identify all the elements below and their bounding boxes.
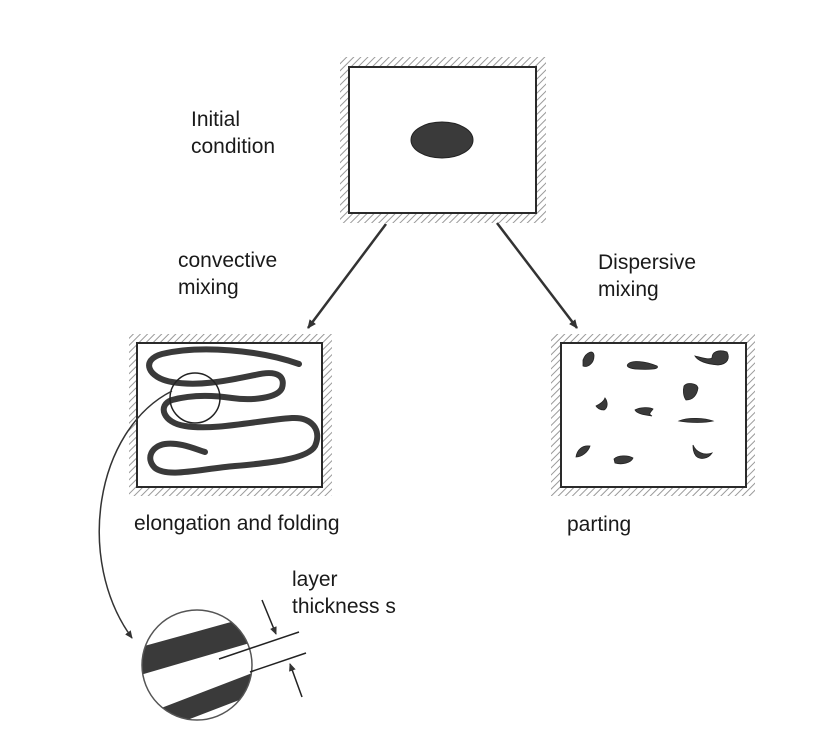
initial-droplet <box>410 121 474 159</box>
dimension-arrow-bottom <box>289 663 303 698</box>
label-layer-line2: thickness s <box>292 595 396 618</box>
label-dispersive-line2: mixing <box>598 278 659 301</box>
fragments <box>575 350 729 465</box>
label-initial-line1: Initial <box>191 108 241 131</box>
label-elongation-folding: elongation and folding <box>134 512 340 535</box>
initial-condition-box <box>340 57 546 223</box>
dark-layer-1 <box>142 614 252 678</box>
label-convective-line1: convective <box>178 249 278 272</box>
folded-strand <box>146 346 321 476</box>
fragment <box>582 351 595 367</box>
fragment <box>683 383 699 401</box>
label-layer-line1: layer <box>292 568 338 591</box>
dispersive-box-frame <box>560 342 747 488</box>
convective-box-frame <box>136 342 323 488</box>
arrow-convective <box>307 223 387 329</box>
fragment <box>694 350 729 366</box>
label-dispersive-line1: Dispersive <box>598 251 697 274</box>
magnified-circle <box>141 609 253 721</box>
label-initial-condition: Initial condition <box>191 106 275 160</box>
fragment <box>595 397 608 411</box>
fragment <box>575 445 591 458</box>
dispersive-box <box>551 334 755 496</box>
arrow-dispersive <box>496 222 578 329</box>
magnified-view <box>141 599 307 721</box>
fragment <box>692 444 714 459</box>
fragment <box>613 455 634 465</box>
fragment <box>677 417 715 423</box>
fragment <box>634 407 654 417</box>
fragment <box>626 361 658 370</box>
label-dispersive-mixing: Dispersive mixing <box>598 249 696 303</box>
label-initial-line2: condition <box>191 135 276 158</box>
dimension-line-lower <box>249 652 307 673</box>
convective-box <box>129 334 332 496</box>
dimension-arrow-top <box>261 599 277 635</box>
label-convective-line2: mixing <box>178 276 239 299</box>
dark-layer-2 <box>142 670 252 720</box>
label-parting: parting <box>567 513 632 536</box>
zoom-region-circle <box>169 372 221 424</box>
dimension-line-upper <box>218 631 300 660</box>
arrow-magnify <box>98 390 173 639</box>
label-convective-mixing: convective mixing <box>178 247 277 301</box>
label-layer-thickness: layer thickness s <box>292 566 396 620</box>
